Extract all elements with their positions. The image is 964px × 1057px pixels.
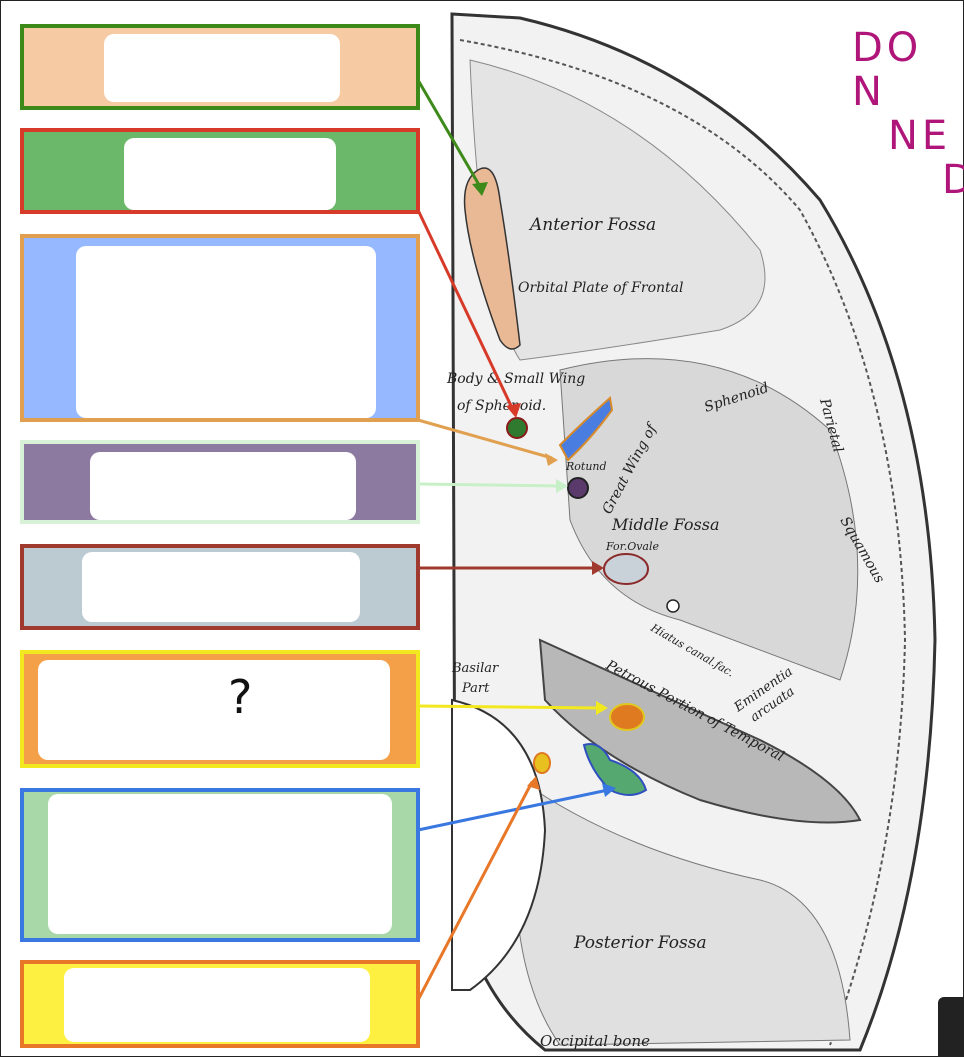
foramen-rotundum-highlight: [568, 478, 588, 498]
label-of-sphenoid: of Sphenoid.: [457, 398, 546, 414]
label-rotund: Rotund: [565, 460, 607, 473]
handwritten-line-2: NE: [852, 114, 964, 158]
answer-blank-5[interactable]: [82, 552, 360, 622]
label-basilar: Basilar: [451, 661, 499, 676]
label-box-4: [20, 440, 420, 524]
label-anterior-fossa: Anterior Fossa: [528, 215, 656, 235]
answer-blank-1[interactable]: [104, 34, 340, 102]
hypoglossal-canal-highlight: [534, 753, 550, 773]
label-part: Part: [461, 681, 490, 696]
answer-blank-2[interactable]: [124, 138, 336, 210]
handwritten-line-1: DO N: [852, 26, 964, 114]
label-body-small-wing: Body & Small Wing: [446, 371, 585, 387]
foramen-spinosum: [667, 600, 679, 612]
label-box-8: [20, 960, 420, 1048]
answer-blank-8[interactable]: [64, 968, 370, 1042]
answer-blank-4[interactable]: [90, 452, 356, 520]
label-box-5: [20, 544, 420, 630]
arrow-box4: [418, 484, 562, 486]
label-occipital: Occipital bone: [540, 1032, 650, 1050]
optic-canal-highlight: [507, 418, 527, 438]
arrow-box6: [418, 706, 600, 708]
handwritten-line-3: D: [852, 158, 964, 202]
label-box-1: [20, 24, 420, 110]
handwritten-note: DO N NE D: [852, 26, 964, 202]
label-posterior-fossa: Posterior Fossa: [573, 933, 707, 953]
label-box-6: ?: [20, 650, 420, 768]
label-box-3: [20, 234, 420, 422]
corner-overlay: [938, 997, 964, 1057]
internal-acoustic-highlight: [610, 704, 644, 730]
label-middle-fossa: Middle Fossa: [611, 515, 719, 534]
question-mark: ?: [228, 670, 252, 724]
answer-blank-6[interactable]: ?: [38, 660, 390, 760]
label-orbital-plate: Orbital Plate of Frontal: [518, 280, 683, 296]
label-for-ovale: For.Ovale: [605, 540, 660, 553]
foramen-ovale-highlight: [604, 554, 648, 584]
answer-blank-3[interactable]: [76, 246, 376, 418]
answer-blank-7[interactable]: [48, 794, 392, 934]
label-box-7: [20, 788, 420, 942]
label-box-2: [20, 128, 420, 214]
